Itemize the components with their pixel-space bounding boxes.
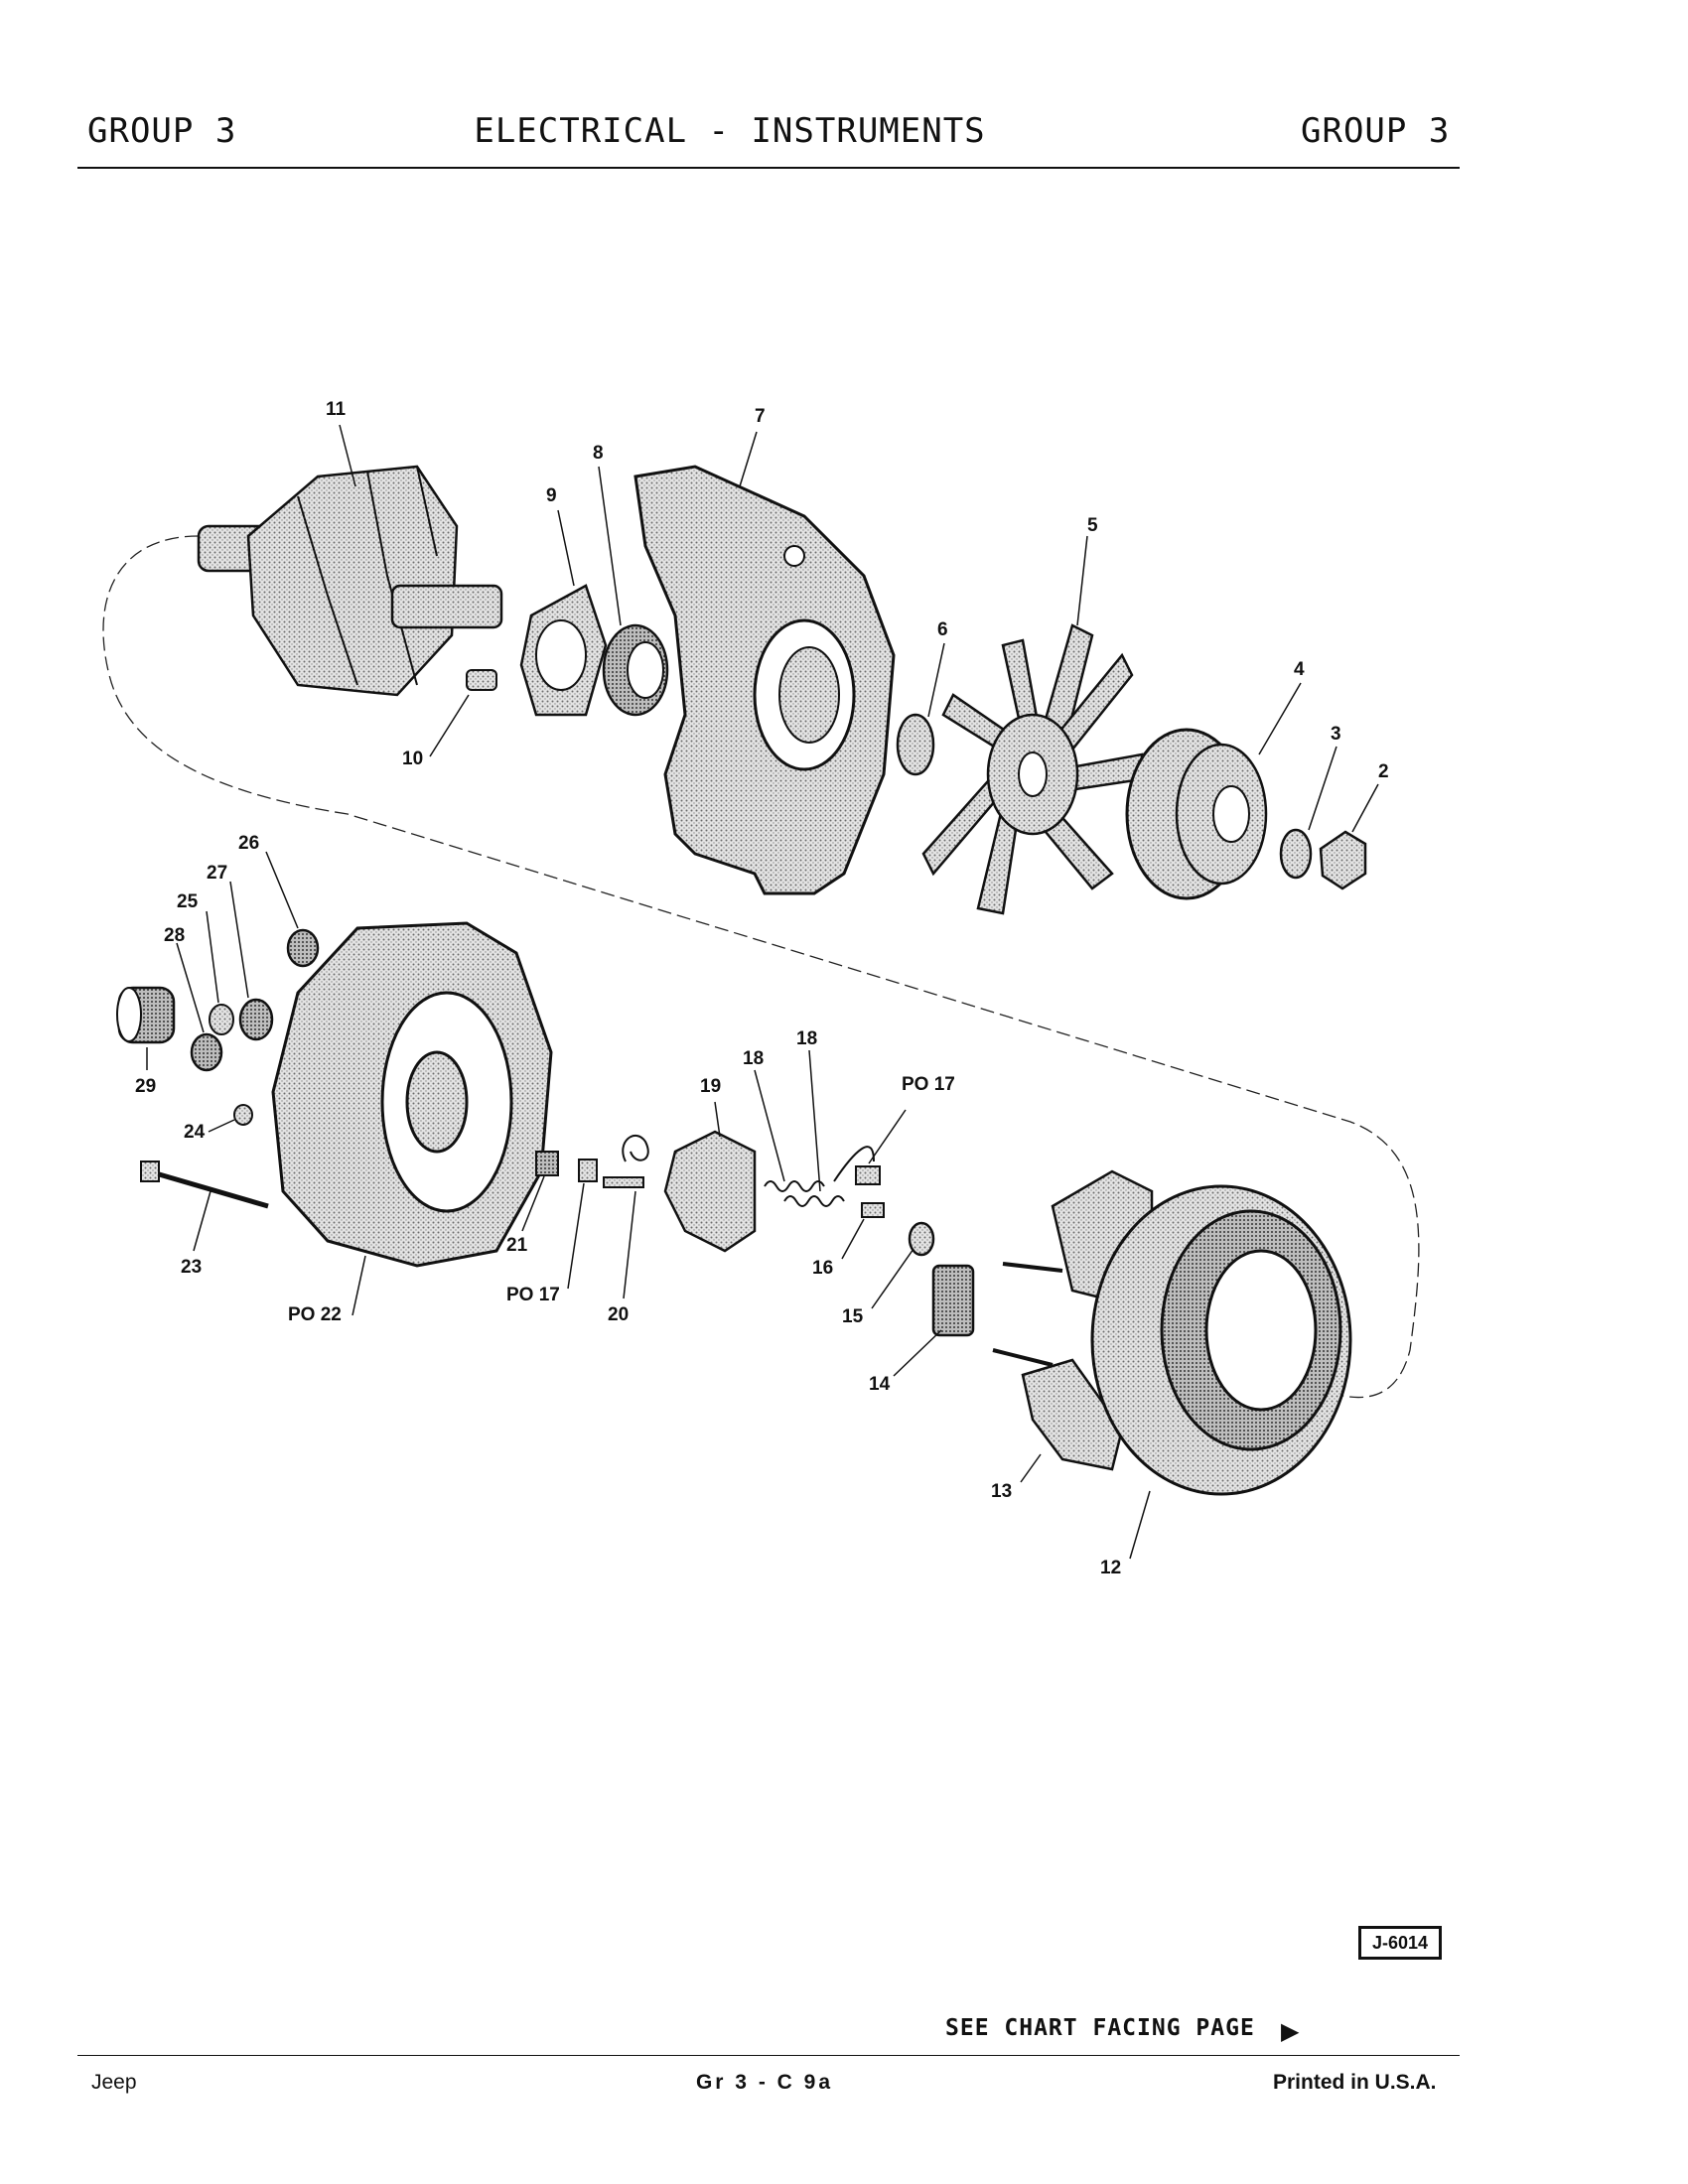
callout-3: 3 bbox=[1331, 724, 1341, 745]
slip-ring-end-frame-part bbox=[271, 921, 553, 1268]
header-title: ELECTRICAL - INSTRUMENTS bbox=[474, 111, 986, 151]
callout-9: 9 bbox=[546, 485, 557, 506]
callout-26: 26 bbox=[238, 833, 259, 854]
callout-7: 7 bbox=[755, 406, 766, 427]
rotor-part bbox=[197, 465, 503, 697]
callout-13: 13 bbox=[991, 1481, 1012, 1502]
footer-page-ref: Gr 3 - C 9a bbox=[695, 2071, 834, 2094]
callout-12: 12 bbox=[1100, 1558, 1121, 1578]
callout-29: 29 bbox=[135, 1076, 156, 1097]
leader-lines bbox=[146, 424, 1379, 1560]
callout-po-17-a: PO 17 bbox=[902, 1074, 955, 1095]
callout-16: 16 bbox=[812, 1258, 833, 1279]
callout-2: 2 bbox=[1378, 761, 1389, 782]
callout-10: 10 bbox=[402, 749, 423, 769]
callout-po-22-frame: PO 22 bbox=[288, 1304, 342, 1325]
brush-holder-part bbox=[663, 1130, 757, 1253]
header-right: GROUP 3 bbox=[1301, 111, 1451, 151]
callout-18-a: 18 bbox=[743, 1048, 764, 1069]
callout-27: 27 bbox=[207, 863, 227, 884]
callout-labels: 11 9 8 7 5 6 4 3 2 10 26 27 25 28 29 24 … bbox=[135, 399, 1389, 1578]
callout-5: 5 bbox=[1087, 515, 1098, 536]
callout-19: 19 bbox=[700, 1076, 721, 1097]
callout-15: 15 bbox=[842, 1306, 864, 1327]
footer-left: Jeep bbox=[91, 2071, 137, 2094]
callout-6: 6 bbox=[937, 619, 948, 640]
callout-po-17-b: PO 17 bbox=[506, 1285, 560, 1305]
callout-23: 23 bbox=[181, 1257, 202, 1278]
stator-part bbox=[1090, 1184, 1352, 1496]
screw-part bbox=[466, 669, 497, 691]
header-rule bbox=[77, 167, 1460, 169]
callout-25: 25 bbox=[177, 891, 199, 912]
through-bolt-part bbox=[140, 1160, 269, 1209]
callout-8: 8 bbox=[593, 443, 604, 464]
footer-right: Printed in U.S.A. bbox=[1273, 2071, 1437, 2094]
figure-id-box: J-6014 bbox=[1358, 1926, 1442, 1960]
callout-28: 28 bbox=[164, 925, 185, 946]
see-chart-note: SEE CHART FACING PAGE bbox=[945, 2015, 1255, 2041]
callout-24: 24 bbox=[184, 1122, 206, 1143]
callout-20: 20 bbox=[608, 1304, 629, 1325]
callout-14: 14 bbox=[869, 1374, 891, 1395]
callout-18-b: 18 bbox=[796, 1028, 817, 1049]
header-left: GROUP 3 bbox=[87, 111, 237, 151]
callout-4: 4 bbox=[1294, 659, 1305, 680]
footer-rule bbox=[77, 2055, 1460, 2056]
callout-21: 21 bbox=[506, 1235, 528, 1256]
callout-11: 11 bbox=[326, 399, 347, 420]
assembly-dashed-line bbox=[102, 535, 1420, 1399]
right-arrow-icon: ▶ bbox=[1281, 2017, 1300, 2045]
